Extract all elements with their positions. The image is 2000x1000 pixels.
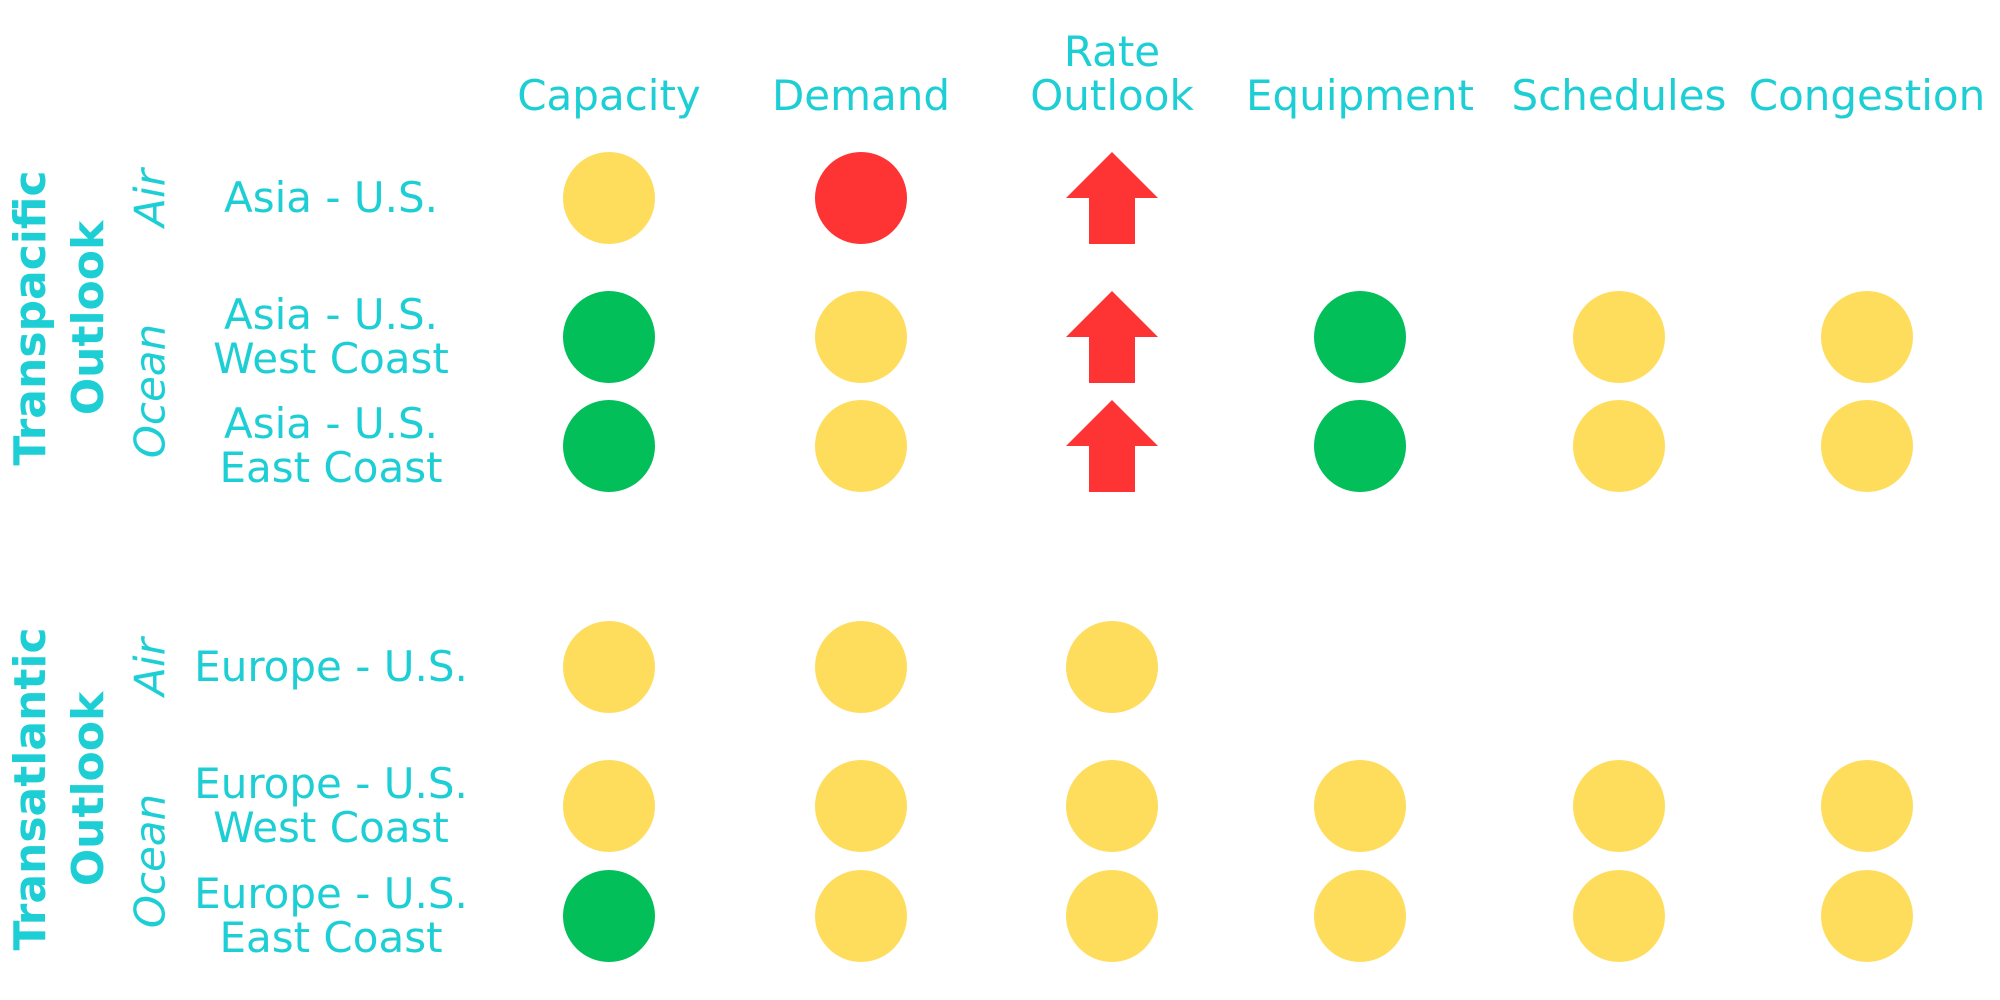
route-label: Asia - U.S. West Coast — [213, 290, 449, 383]
arrow-up-shape — [1066, 152, 1158, 244]
route-label: Europe - U.S. East Coast — [194, 869, 468, 962]
route-label: Asia - U.S. East Coast — [219, 399, 443, 492]
mode-label-air: Air — [125, 169, 175, 227]
status-dot-yellow — [563, 621, 655, 713]
status-dot-green — [563, 870, 655, 962]
status-dot-green — [563, 400, 655, 492]
column-header-equipment: Equipment — [1246, 71, 1474, 120]
status-dot-green — [563, 291, 655, 383]
mode-label-ocean: Ocean — [125, 323, 175, 459]
status-dot-yellow — [1066, 621, 1158, 713]
status-dot-yellow — [815, 291, 907, 383]
status-dot-yellow — [1066, 870, 1158, 962]
status-dot-yellow — [1821, 870, 1913, 962]
route-label: Asia - U.S. — [224, 173, 438, 222]
status-dot-yellow — [1314, 870, 1406, 962]
column-header-rate-outlook: Rate Outlook — [1030, 27, 1194, 120]
mode-label-ocean: Ocean — [125, 793, 175, 929]
column-header-congestion: Congestion — [1748, 71, 1986, 120]
status-dot-yellow — [1573, 870, 1665, 962]
column-header-demand: Demand — [771, 71, 951, 120]
section-label-1: Transatlantic Outlook — [5, 627, 114, 951]
section-label-0: Transpacific Outlook — [5, 170, 114, 466]
status-dot-yellow — [1573, 760, 1665, 852]
arrow-up-icon — [1066, 291, 1158, 383]
arrow-up-shape — [1066, 400, 1158, 492]
status-dot-yellow — [815, 870, 907, 962]
mode-label-air: Air — [125, 638, 175, 696]
arrow-up-icon — [1066, 152, 1158, 244]
column-header-schedules: Schedules — [1511, 71, 1727, 120]
status-dot-yellow — [1573, 400, 1665, 492]
status-dot-green — [1314, 291, 1406, 383]
status-dot-yellow — [1821, 400, 1913, 492]
status-dot-yellow — [815, 621, 907, 713]
route-label: Europe - U.S. — [194, 642, 468, 691]
status-dot-yellow — [563, 760, 655, 852]
column-header-capacity: Capacity — [517, 71, 701, 120]
status-dot-yellow — [1821, 291, 1913, 383]
arrow-up-shape — [1066, 291, 1158, 383]
status-dot-yellow — [563, 152, 655, 244]
status-dot-yellow — [1573, 291, 1665, 383]
status-dot-yellow — [815, 400, 907, 492]
route-label: Europe - U.S. West Coast — [194, 759, 468, 852]
status-dot-yellow — [1314, 760, 1406, 852]
status-dot-red — [815, 152, 907, 244]
status-dot-yellow — [1821, 760, 1913, 852]
status-dot-yellow — [1066, 760, 1158, 852]
status-dot-green — [1314, 400, 1406, 492]
status-dot-yellow — [815, 760, 907, 852]
arrow-up-icon — [1066, 400, 1158, 492]
